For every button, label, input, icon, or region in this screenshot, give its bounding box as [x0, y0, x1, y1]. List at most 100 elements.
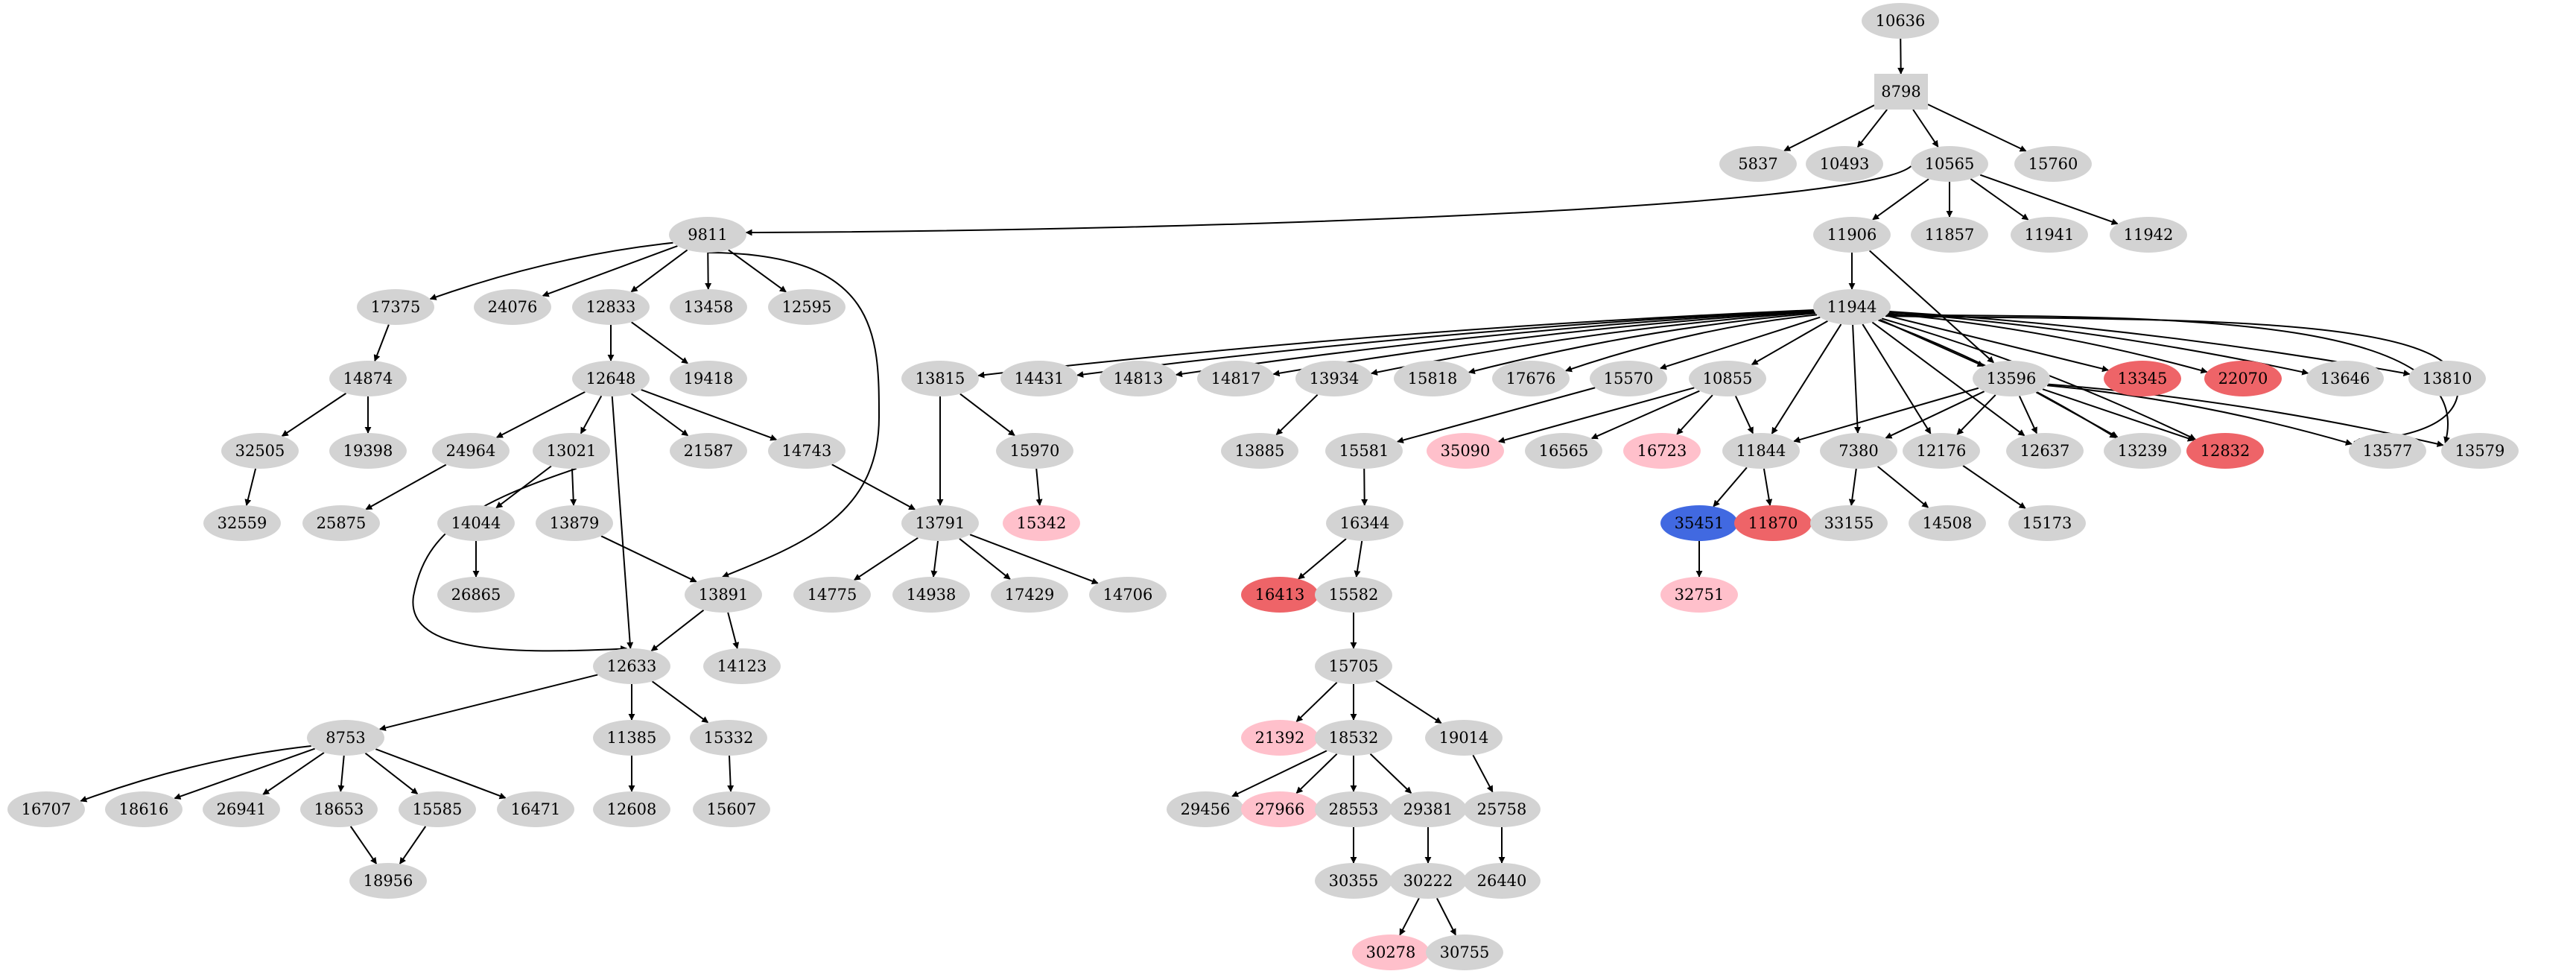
node-18532[interactable]: 18532: [1315, 720, 1392, 756]
node-12608[interactable]: 12608: [593, 791, 670, 827]
node-15342[interactable]: 15342: [1003, 505, 1080, 541]
node-30222[interactable]: 30222: [1389, 863, 1467, 899]
node-14938[interactable]: 14938: [892, 577, 970, 613]
node-18653[interactable]: 18653: [300, 791, 378, 827]
node-15705[interactable]: 15705: [1315, 648, 1392, 684]
node-19418[interactable]: 19418: [670, 361, 747, 396]
node-12648[interactable]: 12648: [572, 361, 650, 396]
node-33155[interactable]: 33155: [1810, 505, 1888, 541]
node-12595[interactable]: 12595: [768, 289, 846, 325]
node-13885[interactable]: 13885: [1221, 433, 1298, 469]
node-21587[interactable]: 21587: [670, 433, 747, 469]
node-24964[interactable]: 24964: [432, 433, 510, 469]
node-11844[interactable]: 11844: [1722, 433, 1800, 469]
node-35451[interactable]: 35451: [1660, 505, 1738, 541]
node-17375[interactable]: 17375: [357, 289, 434, 325]
node-14817[interactable]: 14817: [1197, 361, 1275, 396]
node-19014[interactable]: 19014: [1425, 720, 1503, 756]
node-13810[interactable]: 13810: [2408, 361, 2486, 396]
node-12633[interactable]: 12633: [593, 648, 670, 684]
node-7380[interactable]: 7380: [1820, 433, 1897, 469]
node-13791[interactable]: 13791: [901, 505, 979, 541]
node-8798[interactable]: 8798: [1874, 74, 1928, 110]
node-30278[interactable]: 30278: [1352, 935, 1430, 970]
node-15818[interactable]: 15818: [1394, 361, 1471, 396]
node-19398[interactable]: 19398: [329, 433, 407, 469]
node-16707[interactable]: 16707: [7, 791, 85, 827]
node-11941[interactable]: 11941: [2011, 217, 2088, 253]
node-14123[interactable]: 14123: [703, 648, 781, 684]
node-11870[interactable]: 11870: [1734, 505, 1812, 541]
node-15332[interactable]: 15332: [690, 720, 767, 756]
node-15760[interactable]: 15760: [2014, 146, 2092, 182]
node-14431[interactable]: 14431: [1000, 361, 1078, 396]
node-14874[interactable]: 14874: [329, 361, 407, 396]
node-8753[interactable]: 8753: [307, 720, 384, 756]
node-15570[interactable]: 15570: [1590, 361, 1667, 396]
node-18956[interactable]: 18956: [349, 863, 427, 899]
node-11906[interactable]: 11906: [1813, 217, 1891, 253]
node-12176[interactable]: 12176: [1903, 433, 1980, 469]
node-13934[interactable]: 13934: [1295, 361, 1373, 396]
node-25758[interactable]: 25758: [1463, 791, 1541, 827]
node-9811[interactable]: 9811: [669, 217, 746, 253]
node-30755[interactable]: 30755: [1426, 935, 1503, 970]
node-21392[interactable]: 21392: [1241, 720, 1319, 756]
node-13891[interactable]: 13891: [685, 577, 762, 613]
node-5837[interactable]: 5837: [1719, 146, 1797, 182]
node-12637[interactable]: 12637: [2006, 433, 2084, 469]
node-11857[interactable]: 11857: [1911, 217, 1988, 253]
node-14044[interactable]: 14044: [437, 505, 515, 541]
node-13577[interactable]: 13577: [2349, 433, 2426, 469]
node-13596[interactable]: 13596: [1973, 361, 2050, 396]
node-16565[interactable]: 16565: [1525, 433, 1602, 469]
node-15607[interactable]: 15607: [693, 791, 770, 827]
node-25875[interactable]: 25875: [302, 505, 380, 541]
node-10565[interactable]: 10565: [1911, 146, 1988, 182]
node-14775[interactable]: 14775: [793, 577, 871, 613]
node-13239[interactable]: 13239: [2104, 433, 2181, 469]
node-15581[interactable]: 15581: [1325, 433, 1403, 469]
node-30355[interactable]: 30355: [1315, 863, 1392, 899]
node-32751[interactable]: 32751: [1660, 577, 1738, 613]
node-13579[interactable]: 13579: [2441, 433, 2519, 469]
node-13815[interactable]: 13815: [901, 361, 979, 396]
node-26440[interactable]: 26440: [1463, 863, 1541, 899]
node-13879[interactable]: 13879: [536, 505, 613, 541]
node-14508[interactable]: 14508: [1909, 505, 1986, 541]
node-11944[interactable]: 11944: [1813, 289, 1891, 325]
node-17429[interactable]: 17429: [991, 577, 1068, 613]
node-16723[interactable]: 16723: [1623, 433, 1701, 469]
node-11942[interactable]: 11942: [2110, 217, 2187, 253]
node-24076[interactable]: 24076: [474, 289, 551, 325]
node-26865[interactable]: 26865: [437, 577, 515, 613]
node-13345[interactable]: 13345: [2104, 361, 2181, 396]
node-15585[interactable]: 15585: [399, 791, 476, 827]
node-11385[interactable]: 11385: [593, 720, 670, 756]
node-32559[interactable]: 32559: [203, 505, 281, 541]
node-15173[interactable]: 15173: [2008, 505, 2086, 541]
node-16471[interactable]: 16471: [497, 791, 574, 827]
node-15970[interactable]: 15970: [996, 433, 1073, 469]
node-27966[interactable]: 27966: [1241, 791, 1319, 827]
node-28553[interactable]: 28553: [1315, 791, 1392, 827]
node-14813[interactable]: 14813: [1100, 361, 1177, 396]
node-14743[interactable]: 14743: [768, 433, 846, 469]
node-13458[interactable]: 13458: [670, 289, 747, 325]
node-22070[interactable]: 22070: [2204, 361, 2282, 396]
node-15582[interactable]: 15582: [1315, 577, 1392, 613]
node-10855[interactable]: 10855: [1689, 361, 1766, 396]
node-26941[interactable]: 26941: [203, 791, 280, 827]
node-35090[interactable]: 35090: [1427, 433, 1504, 469]
node-10636[interactable]: 10636: [1862, 3, 1939, 39]
node-17676[interactable]: 17676: [1492, 361, 1570, 396]
node-13646[interactable]: 13646: [2306, 361, 2384, 396]
node-16413[interactable]: 16413: [1241, 577, 1319, 613]
node-18616[interactable]: 18616: [105, 791, 183, 827]
node-12832[interactable]: 12832: [2186, 433, 2264, 469]
node-13021[interactable]: 13021: [533, 433, 610, 469]
node-29456[interactable]: 29456: [1167, 791, 1244, 827]
node-29381[interactable]: 29381: [1389, 791, 1467, 827]
node-12833[interactable]: 12833: [572, 289, 650, 325]
node-16344[interactable]: 16344: [1326, 505, 1403, 541]
